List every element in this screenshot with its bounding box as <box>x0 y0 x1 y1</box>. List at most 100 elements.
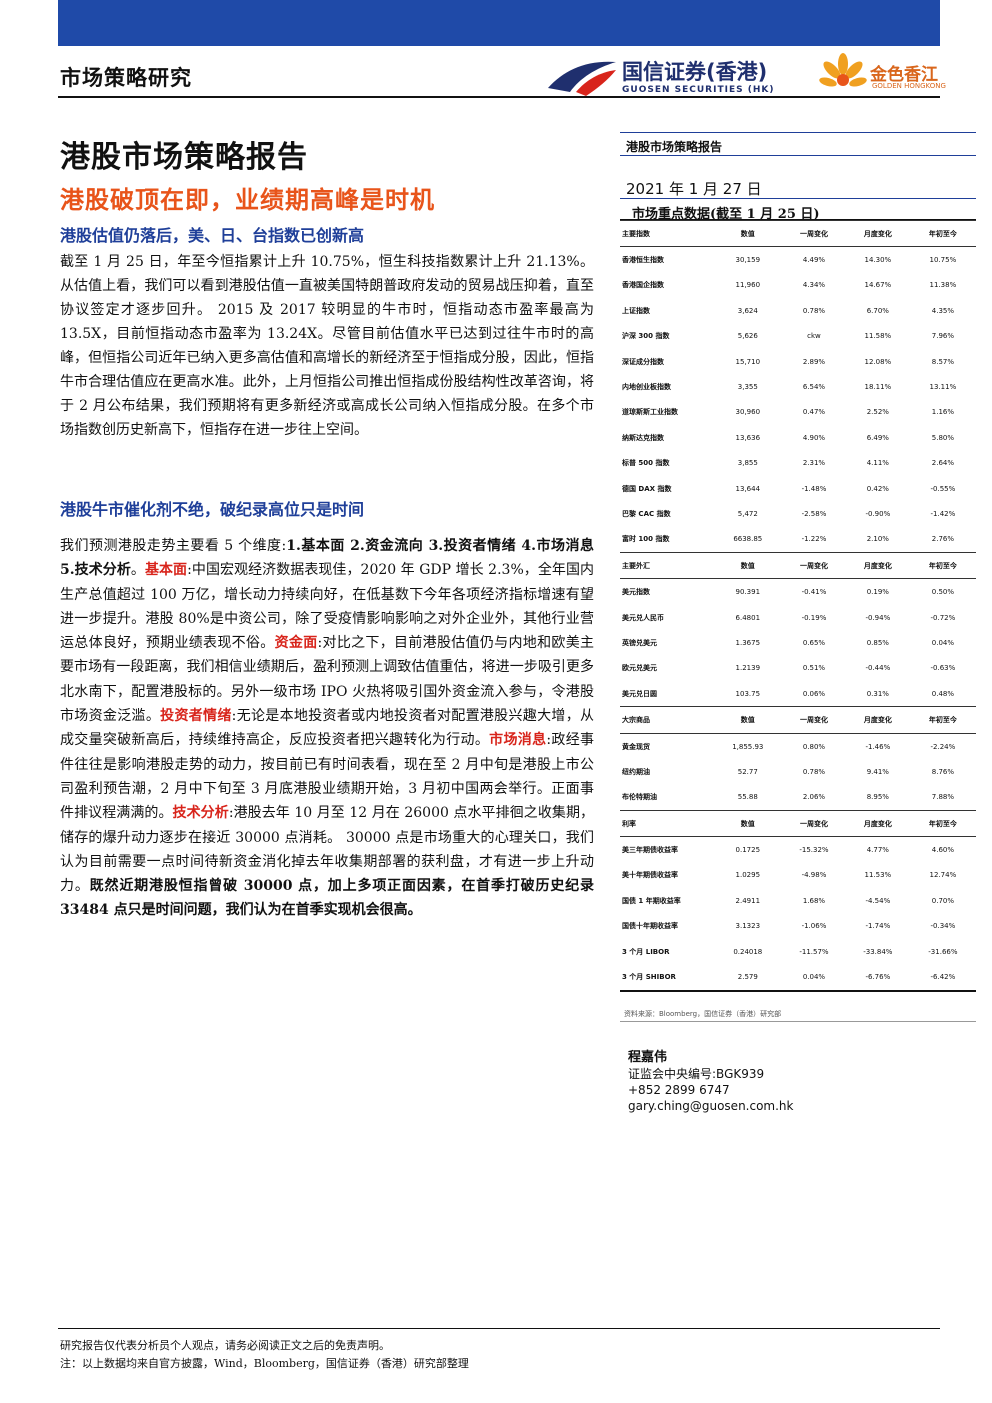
table-cell: 月度变化 <box>845 809 910 838</box>
table-cell: -0.94% <box>865 613 891 622</box>
table-cell: 月度变化 <box>845 219 910 248</box>
table-cell-label: 美元兑日圆 <box>622 689 657 698</box>
table-cell: 4.77% <box>866 846 889 855</box>
table-cell: 12.08% <box>864 357 892 366</box>
table-cell: 一周变化 <box>782 552 846 580</box>
analyst-name: 程嘉伟 <box>628 1050 668 1065</box>
table-cell: 55.88 <box>737 793 758 802</box>
table-cell: 数值 <box>713 706 783 734</box>
table-cell: 0.51% <box>802 664 826 673</box>
table-cell: 2.4911 <box>735 896 761 905</box>
table-cell-label: 内地创业板指数 <box>622 383 671 392</box>
sidebar-divider <box>620 155 976 156</box>
table-cell: 18.11% <box>864 383 892 392</box>
analyst-phone: +852 2899 6747 <box>628 1083 730 1097</box>
table-cell: 4.11% <box>866 459 889 468</box>
document-subtitle: 港股破顶在即，业绩期高峰是时机 <box>60 185 435 214</box>
table-cell: 4.49% <box>802 256 826 265</box>
table-cell: 1.16% <box>931 408 955 417</box>
table-cell-label: 3 个月 LIBOR <box>622 947 670 956</box>
report-series-label: 市场策略研究 <box>60 65 192 90</box>
table-cell-label: 布伦特期油 <box>622 793 657 802</box>
table-cell: 2.89% <box>802 357 826 366</box>
guosen-logo-text-cn: 国信证券(香港) <box>622 60 768 84</box>
table-cell: 2.06% <box>802 793 826 802</box>
section-heading-catalysts: 港股牛市催化剂不绝，破纪录高位只是时间 <box>60 500 365 519</box>
sidebar-divider <box>620 1021 976 1022</box>
table-cell-label: 富时 100 指数 <box>622 535 670 544</box>
sidebar-divider <box>620 198 976 199</box>
table-cell: 11,960 <box>735 281 761 290</box>
table-cell: 0.85% <box>866 638 889 647</box>
table-cell-label: 主要外汇 <box>620 552 714 580</box>
table-cell: -31.66% <box>928 947 958 956</box>
table-cell: 14.67% <box>864 281 892 290</box>
table-header-row: 主要外汇数值一周变化月度变化年初至今 <box>620 552 976 580</box>
text-run: 。 <box>130 562 145 579</box>
table-cell: -4.98% <box>801 871 827 880</box>
table-cell: 4.35% <box>931 306 955 315</box>
dimension-list: 1.基本面 2.资金流向 3.投资者情绪 4.市场消息 5.技术分析 <box>60 538 594 579</box>
table-cell: 11.53% <box>864 871 892 880</box>
table-cell-label: 主要指数 <box>620 219 714 248</box>
conclusion: 既然近期港股恒指曾破 30000 点，加上多项正面因素，在首季打破历史纪录 33… <box>60 878 595 919</box>
table-cell-label: 沪深 300 指数 <box>622 332 670 341</box>
table-cell: 年初至今 <box>909 706 976 734</box>
text-run: :对比之下，目前港股估值仍与内地和欧美主要市场有一段距离，我们相信业绩期后，盈利… <box>60 635 595 725</box>
paragraph: 截至 1 月 25 日，年至今恒指累计上升 10.75%，恒生科技指数累计上升 … <box>60 254 594 438</box>
guosen-logo-text-en: GUOSEN SECURITIES (HK) <box>622 85 775 95</box>
table-cell: 13,644 <box>735 484 761 493</box>
table-cell: 15,710 <box>735 357 761 366</box>
sidebar-divider <box>620 132 976 133</box>
table-cell: 5,472 <box>737 509 758 518</box>
table-cell-label: 黄金现货 <box>622 742 650 751</box>
table-cell: -0.41% <box>801 588 827 597</box>
table-cell: 5.80% <box>931 433 955 442</box>
table-cell-label: 香港恒生指数 <box>622 256 664 265</box>
table-cell: 年初至今 <box>909 219 976 248</box>
table-cell-label: 德国 DAX 指数 <box>622 484 672 493</box>
table-row: 深证成分指数 15,710 2.89% 12.08% 8.57% <box>620 349 976 374</box>
table-cell: 2.64% <box>931 459 955 468</box>
table-cell-label: 深证成分指数 <box>622 357 664 366</box>
table-cell: 0.31% <box>866 689 889 698</box>
section-body-catalysts: 我们预测港股走势主要看 5 个维度:1.基本面 2.资金流向 3.投资者情绪 4… <box>60 534 594 923</box>
table-cell: 8.76% <box>931 767 955 776</box>
table-cell: 8.57% <box>931 357 955 366</box>
table-cell-label: 美三年期债收益率 <box>622 846 678 855</box>
table-header-row: 主要指数数值一周变化月度变化年初至今 <box>620 219 976 248</box>
table-cell: 一周变化 <box>782 219 846 248</box>
table-cell: 3.1323 <box>735 922 761 931</box>
analyst-info: 程嘉伟 证监会中央编号:BGK939 +852 2899 6747 gary.c… <box>628 1050 794 1114</box>
table-cell: 30,960 <box>735 408 761 417</box>
table-cell: 0.42% <box>866 484 889 493</box>
table-cell: 月度变化 <box>845 552 910 580</box>
table-cell: 4.60% <box>931 846 955 855</box>
table-cell: 6.70% <box>866 306 889 315</box>
table-cell: 6638.85 <box>733 535 763 544</box>
text-run: :港股去年 10 月至 12 月在 26000 点水平排徊之收集期，储存的爆升动… <box>60 805 595 895</box>
table-cell: -1.06% <box>801 922 827 931</box>
table-cell-label: 巴黎 CAC 指数 <box>622 509 671 518</box>
table-cell: -0.90% <box>865 509 891 518</box>
table-cell: 0.70% <box>931 896 955 905</box>
table-cell-label: 国债 1 年期收益率 <box>622 896 681 905</box>
table-cell: 11.38% <box>929 281 957 290</box>
table-cell: 103.75 <box>735 689 761 698</box>
golden-hongkong-logo: 金色香江 GOLDEN HONGKONG <box>818 52 952 98</box>
table-cell-label: 道琼斯斯工业指数 <box>622 408 678 417</box>
analyst-email[interactable]: gary.ching@guosen.com.hk <box>628 1099 794 1113</box>
keyword-sentiment: 投资者情绪 <box>160 708 232 725</box>
